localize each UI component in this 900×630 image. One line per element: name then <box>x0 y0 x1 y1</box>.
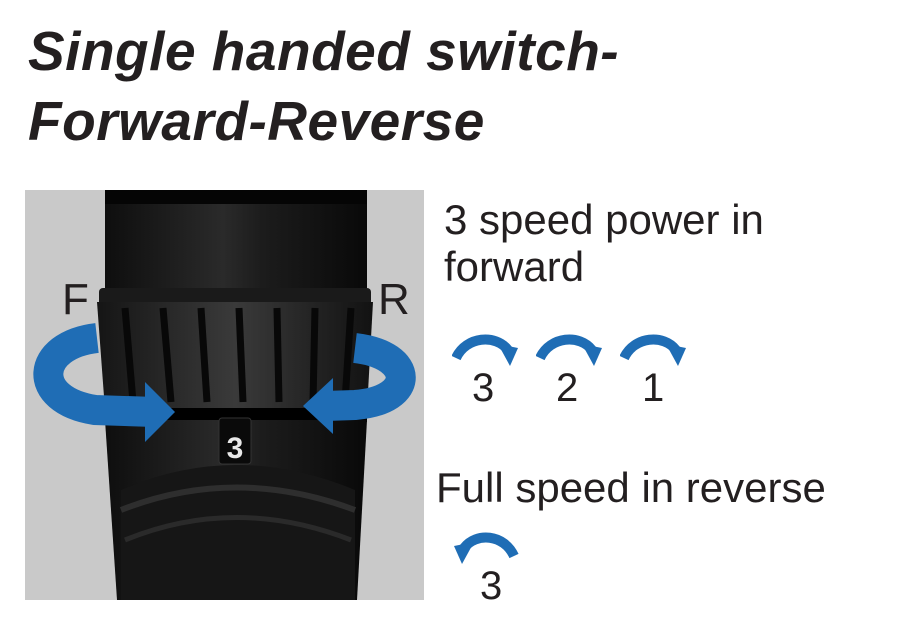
reverse-rotation-arrow <box>324 333 416 421</box>
forward-speed-arrow-icon <box>452 334 518 366</box>
forward-speed-2: 2 <box>556 366 579 410</box>
dial-number: 3 <box>227 432 244 465</box>
product-photo: 3 <box>25 190 424 600</box>
reverse-description: Full speed in reverse <box>436 464 826 511</box>
title-line-1: Single handed switch- <box>28 20 620 82</box>
upper-barrel <box>105 190 367 300</box>
tool-illustration: 3 <box>33 190 416 600</box>
forward-rotation-arrow <box>33 323 156 427</box>
title-line-2: Forward-Reverse <box>28 90 485 152</box>
reverse-speed-3: 3 <box>480 564 503 608</box>
reverse-label: R <box>378 275 410 324</box>
forward-label: F <box>62 275 89 324</box>
forward-speed-arrow-icon <box>620 334 686 366</box>
forward-description: 3 speed power in forward <box>444 196 764 290</box>
forward-speed-1: 1 <box>642 366 665 410</box>
reverse-speed-arrow-icon <box>454 532 519 564</box>
collar <box>99 288 371 306</box>
forward-text-line-1: 3 speed power in <box>444 196 764 243</box>
forward-speed-3: 3 <box>472 366 495 410</box>
forward-text-line-2: forward <box>444 243 585 291</box>
forward-speed-arrow-icon <box>536 334 602 366</box>
